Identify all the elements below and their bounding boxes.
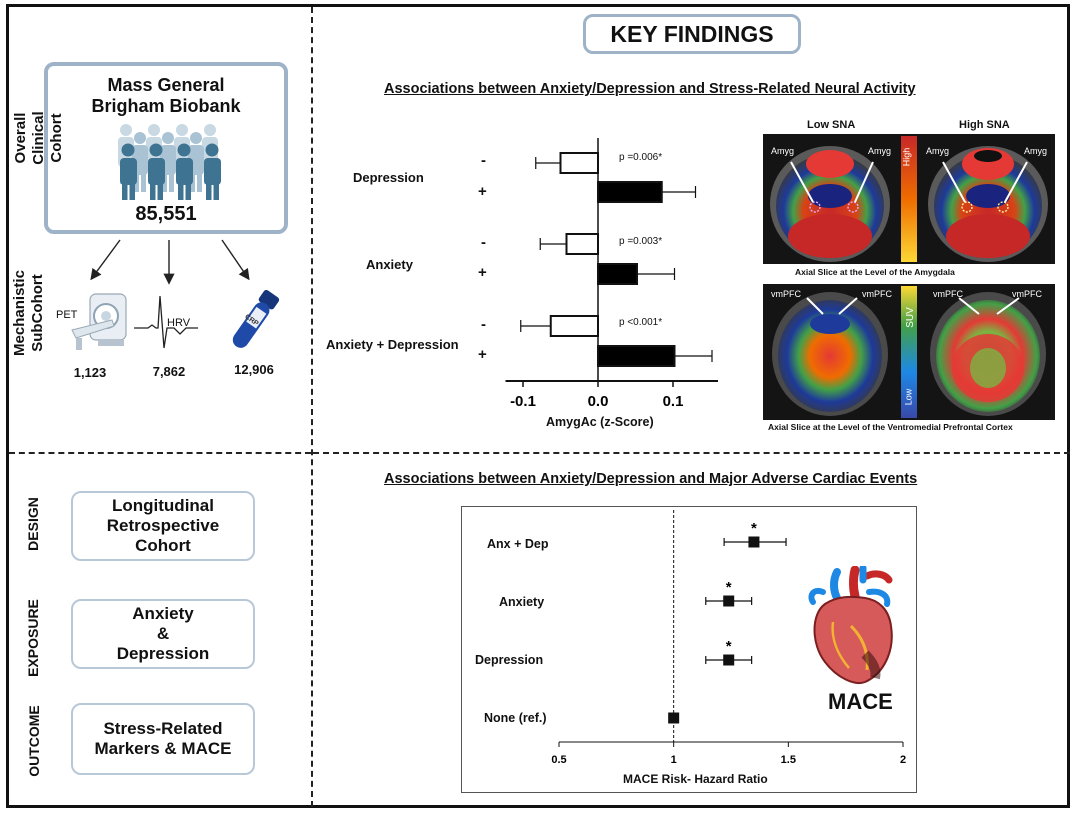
scale-high-label: High xyxy=(901,147,912,167)
x-tick-label: 1.5 xyxy=(781,754,796,766)
significance-star: * xyxy=(726,638,732,655)
vmpfc-label: vmPFC xyxy=(1012,289,1042,299)
exposure-box: Anxiety & Depression xyxy=(71,599,255,669)
amyg-label: Amyg xyxy=(1024,146,1048,156)
group-label-anxiety: Anxiety xyxy=(366,257,413,272)
minus-sign: - xyxy=(481,316,486,333)
hrv-label: HRV xyxy=(167,317,191,329)
hazard-ratio-marker xyxy=(723,654,735,666)
x-tick-label: -0.1 xyxy=(510,393,536,410)
heart-icon xyxy=(808,566,893,684)
hrv-count: 7,862 xyxy=(152,364,186,379)
side-label-design: DESIGN xyxy=(25,497,41,551)
bar-chart-xlabel: AmygAc (z-Score) xyxy=(546,415,654,429)
side-label-overall: Overall Clinical Cohort xyxy=(12,111,65,165)
side-label-exposure: EXPOSURE xyxy=(25,599,41,677)
x-tick-label: 1 xyxy=(671,754,677,766)
low-sna-label: Low SNA xyxy=(807,119,856,131)
group-label-anxiety-depression: Anxiety + Depression xyxy=(326,337,459,352)
bar xyxy=(549,315,599,337)
pet-count: 1,123 xyxy=(73,365,107,380)
people-icon xyxy=(118,124,221,200)
hazard-ratio-marker xyxy=(668,712,680,724)
outcome-text: Stress-Related Markers & MACE xyxy=(94,719,232,758)
suv-label: SUV xyxy=(904,307,916,328)
figure-frame xyxy=(6,4,1070,808)
neural-section-title: Associations between Anxiety/Depression … xyxy=(384,81,916,97)
pet-label: PET xyxy=(56,309,78,321)
group-label-depression: Depression xyxy=(353,170,424,185)
mace-section-title: Associations between Anxiety/Depression … xyxy=(384,471,918,487)
amygdala-caption: Axial Slice at the Level of the Amygdala xyxy=(795,267,955,277)
left-horizontal-divider xyxy=(9,452,311,454)
plus-sign: + xyxy=(478,264,487,281)
x-tick-label: 0.1 xyxy=(663,393,684,410)
amygdala-scan-panel xyxy=(763,134,1055,264)
x-tick-label: 0.5 xyxy=(551,754,566,766)
exposure-text: Anxiety & Depression xyxy=(116,604,210,663)
hazard-ratio-marker xyxy=(748,536,760,548)
vmpfc-scan-panel xyxy=(763,284,1055,420)
significance-star: * xyxy=(751,520,757,537)
p-value-anxiety: p =0.003* xyxy=(619,236,663,247)
high-sna-label: High SNA xyxy=(959,119,1010,131)
x-tick-label: 2 xyxy=(900,754,906,766)
bar xyxy=(559,152,599,174)
forest-label-anx-dep: Anx + Dep xyxy=(487,537,549,551)
amyg-label: Amyg xyxy=(771,146,795,156)
p-value-anxiety-depression: p <0.001* xyxy=(619,317,663,328)
plus-sign: + xyxy=(478,346,487,363)
cohort-count: 85,551 xyxy=(135,203,197,225)
design-text: Longitudinal Retrospective Cohort xyxy=(106,496,220,555)
minus-sign: - xyxy=(481,152,486,169)
plus-sign: + xyxy=(478,183,487,200)
forest-xlabel: MACE Risk- Hazard Ratio xyxy=(623,772,768,786)
design-box: Longitudinal Retrospective Cohort xyxy=(71,491,255,561)
bar xyxy=(597,345,676,367)
forest-label-anxiety: Anxiety xyxy=(499,595,545,609)
p-value-depression: p =0.006* xyxy=(619,152,663,163)
key-findings-title: KEY FINDINGS xyxy=(583,14,801,54)
minus-sign: - xyxy=(481,234,486,251)
vertical-divider xyxy=(311,7,313,807)
amyg-label: Amyg xyxy=(868,146,892,156)
forest-label-depression: Depression xyxy=(475,653,544,667)
cohort-box: Mass General Brigham Biobank 85,551 xyxy=(44,62,288,234)
mace-word: MACE xyxy=(828,689,893,714)
side-label-outcome: OUTCOME xyxy=(26,705,42,777)
amygac-bar-chart: -0.1 0.0 0.1 xyxy=(505,138,718,410)
scale-low-label: Low xyxy=(903,388,914,406)
bar xyxy=(597,181,663,203)
hrv-waveform-icon xyxy=(134,295,198,349)
significance-star: * xyxy=(726,579,732,596)
right-horizontal-divider xyxy=(313,452,1070,454)
x-tick-label: 0.0 xyxy=(588,393,609,410)
crp-blood-tube-icon xyxy=(232,289,280,348)
amyg-label: Amyg xyxy=(926,146,950,156)
vmpfc-label: vmPFC xyxy=(862,289,892,299)
vmpfc-label: vmPFC xyxy=(933,289,963,299)
cohort-title: Mass General Brigham Biobank xyxy=(91,75,241,116)
bar xyxy=(597,263,638,285)
cohort-arrows xyxy=(90,239,250,285)
vmpfc-label: vmPFC xyxy=(771,289,801,299)
hazard-ratio-marker xyxy=(723,595,735,607)
vmpfc-caption: Axial Slice at the Level of the Ventrome… xyxy=(768,422,1013,432)
pet-scanner-icon xyxy=(71,293,127,350)
crp-count: 12,906 xyxy=(234,362,274,377)
forest-label-none: None (ref.) xyxy=(484,711,547,725)
bar xyxy=(565,233,599,255)
side-label-mechanistic: Mechanistic SubCohort xyxy=(11,270,46,356)
mace-forest-plot: * * * 0.5 1 1.5 2 xyxy=(551,510,906,766)
outcome-box: Stress-Related Markers & MACE xyxy=(71,703,255,775)
